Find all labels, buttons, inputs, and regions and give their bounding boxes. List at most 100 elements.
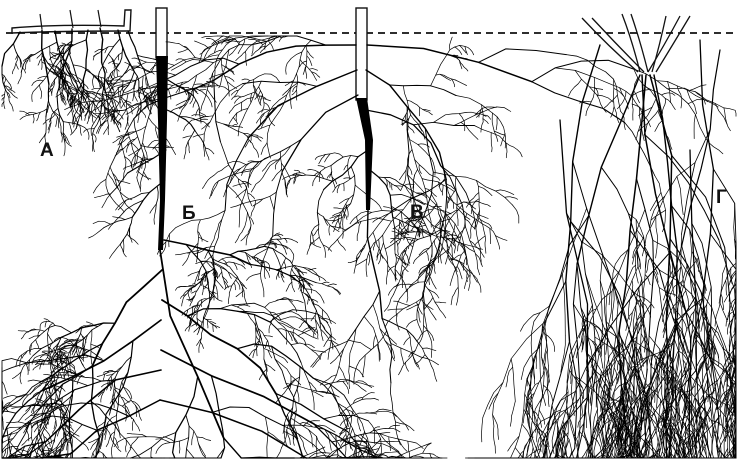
root-branch: [417, 309, 420, 322]
root-branch: [30, 109, 47, 115]
root-branch: [324, 150, 368, 190]
root-branch: [275, 158, 280, 170]
root-branch: [10, 103, 13, 111]
root-branch: [407, 107, 413, 197]
root-branch: [120, 217, 132, 244]
root-branch: [205, 274, 206, 282]
root-branch: [723, 429, 724, 455]
root-branch: [268, 432, 283, 443]
root-branch: [188, 141, 189, 152]
root-branch: [31, 331, 44, 344]
root-branch: [277, 239, 284, 248]
root-branch: [329, 225, 330, 235]
root-branch: [341, 195, 353, 216]
root-branch: [613, 79, 614, 107]
plant-v-stem: [356, 8, 373, 210]
root-branch: [43, 321, 55, 325]
root-branch: [440, 74, 451, 80]
root-branch: [112, 443, 114, 458]
root-branch: [224, 262, 238, 264]
root-branch: [668, 82, 671, 103]
label-b: Б: [182, 203, 196, 224]
root-branch: [218, 257, 236, 262]
root-branch: [381, 444, 382, 458]
root-branch: [325, 329, 336, 340]
root-branch: [80, 125, 82, 135]
root-branch: [482, 105, 484, 122]
root-branch: [309, 430, 314, 448]
root-branch: [655, 121, 662, 132]
root-branch: [636, 265, 639, 283]
root-branch: [539, 410, 545, 424]
root-branch: [300, 61, 307, 67]
plant-g-stems: [582, 14, 690, 72]
root-branch: [407, 289, 408, 302]
root-branch: [247, 274, 261, 281]
root-branch: [436, 74, 456, 80]
root-branch: [307, 242, 311, 254]
root-branch: [26, 363, 28, 374]
root-branch: [198, 268, 201, 280]
root-branch: [391, 343, 421, 357]
root-branch: [394, 301, 410, 306]
root-branch: [459, 60, 462, 69]
root-branch: [489, 107, 511, 112]
root-branch: [56, 117, 58, 127]
root-branch: [232, 125, 237, 127]
root-branch: [166, 224, 184, 242]
root-branch: [311, 315, 315, 321]
root-branch: [214, 80, 221, 141]
root-branch: [438, 306, 446, 318]
root-branch: [411, 352, 420, 369]
root-branch: [331, 156, 358, 166]
root-branch: [508, 436, 520, 451]
root-branch: [492, 113, 494, 131]
root-branch: [369, 253, 370, 265]
root-branch: [349, 366, 350, 389]
root-branch: [401, 348, 404, 364]
root-branch: [548, 216, 589, 312]
root-branch: [459, 114, 465, 131]
root-branch: [63, 94, 64, 102]
root-branch: [491, 133, 492, 152]
root-branch: [211, 181, 218, 196]
root-branch: [582, 341, 583, 352]
root-branch: [481, 122, 483, 132]
root-branch: [294, 170, 300, 173]
root-branch: [682, 129, 711, 234]
root-branch: [228, 293, 229, 304]
root-branch: [663, 98, 666, 113]
root-branch: [451, 258, 459, 287]
root-branch: [112, 82, 160, 99]
root-branch: [212, 219, 222, 244]
root-branch: [195, 279, 203, 286]
root-branch: [229, 105, 236, 113]
root-branch: [20, 372, 21, 384]
root-branch: [569, 79, 582, 96]
root-branch: [161, 350, 314, 424]
root-branch: [700, 40, 713, 299]
root-branch: [64, 431, 65, 442]
root-branch: [138, 55, 154, 59]
root-branch: [187, 309, 269, 322]
root-branch: [188, 292, 190, 298]
root-branch: [333, 185, 340, 193]
root-branch: [325, 429, 342, 448]
root-branch: [672, 156, 730, 301]
root-branch: [166, 42, 179, 44]
root-branch: [106, 427, 114, 442]
root-branch: [686, 291, 689, 310]
root-branch: [422, 348, 436, 351]
root-branch: [493, 426, 495, 453]
root-branch: [170, 105, 186, 113]
root-branch: [33, 114, 34, 123]
root-branch: [386, 266, 388, 285]
root-branch: [396, 241, 398, 254]
root-branch: [426, 251, 429, 260]
root-branch: [108, 173, 119, 189]
root-branch: [4, 90, 6, 102]
root-branch: [156, 443, 166, 453]
root-branch: [511, 359, 515, 402]
root-branch: [506, 143, 522, 157]
root-branch: [482, 418, 483, 442]
